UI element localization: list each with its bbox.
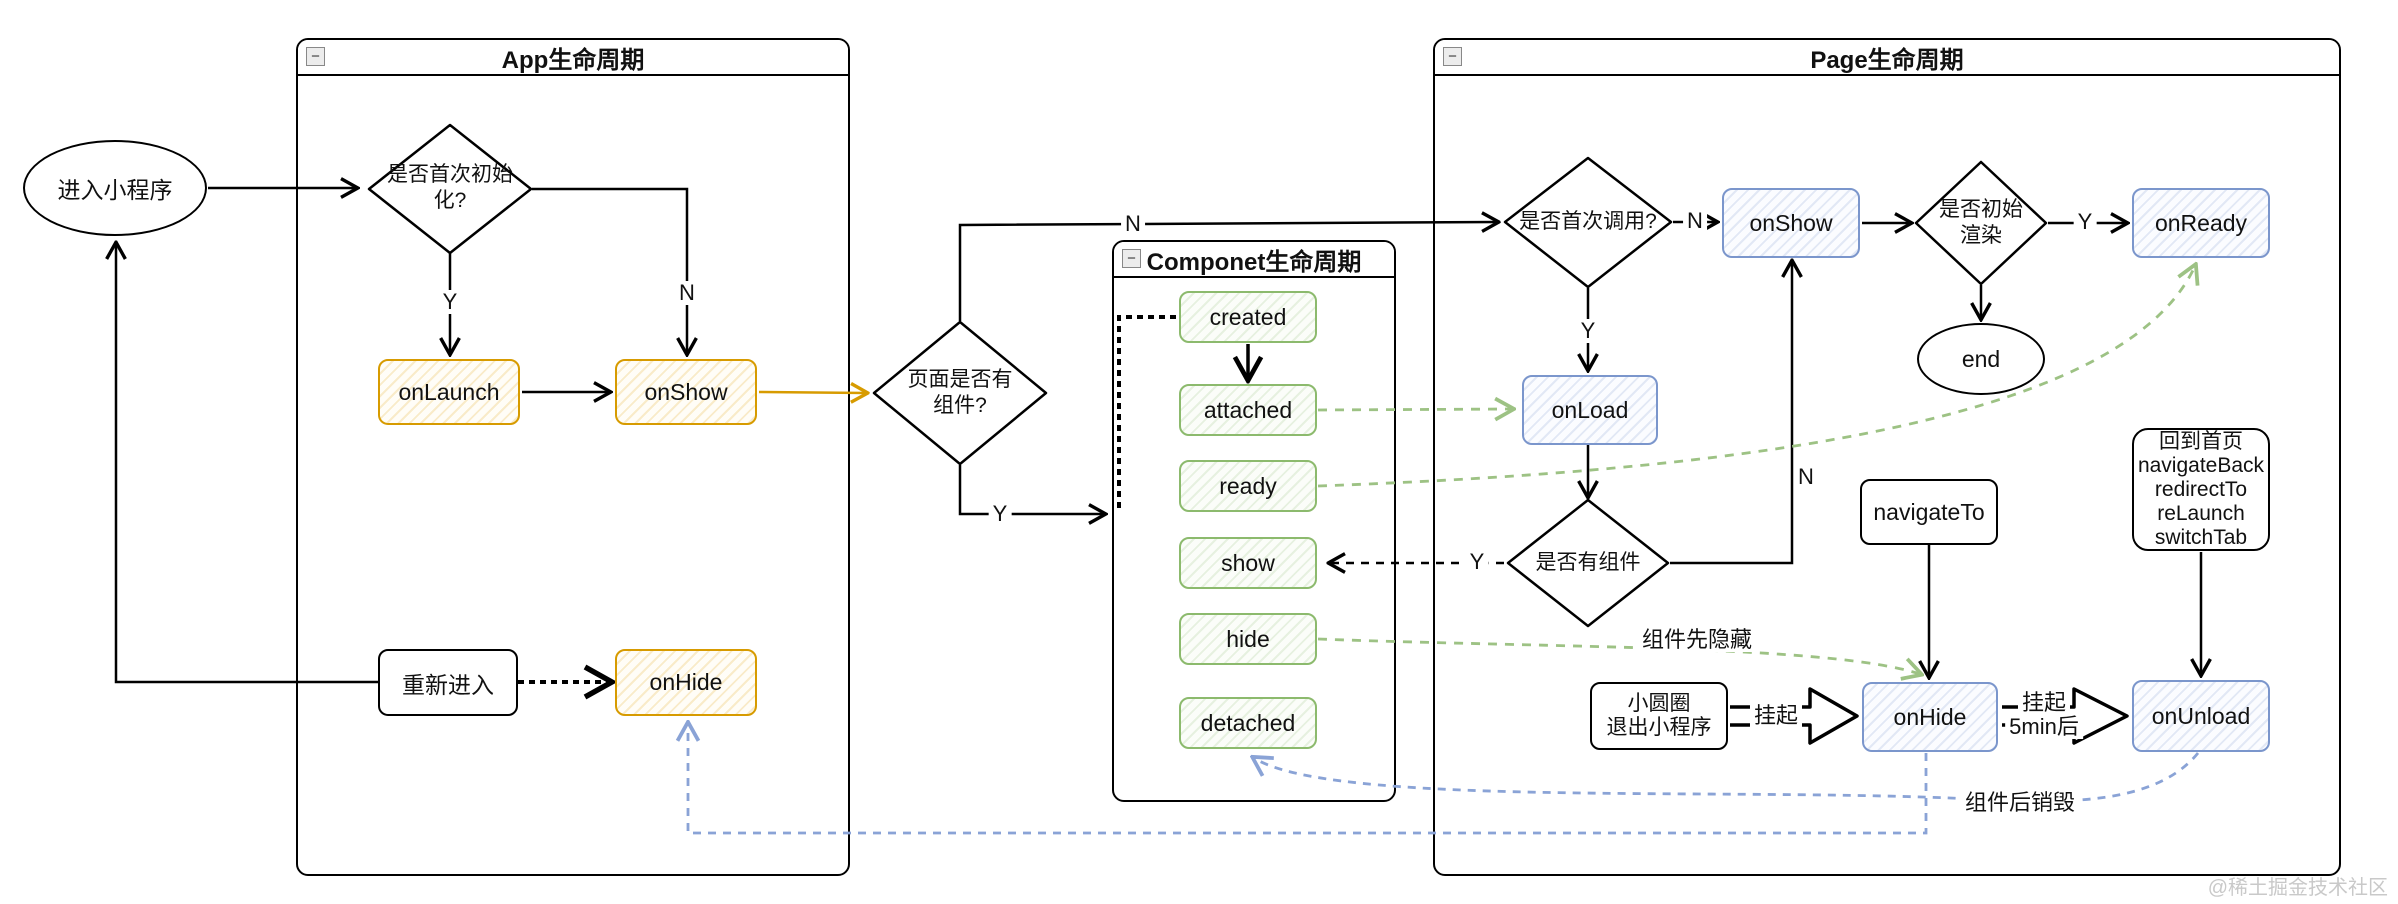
node-label: 渲染 xyxy=(1960,224,2002,247)
diamond-initialrender-label: 是否初始 渲染 xyxy=(1916,164,2046,282)
node-detached: detached xyxy=(1179,697,1317,749)
node-label: 重新进入 xyxy=(402,671,494,698)
node-label: 小圆圈 xyxy=(1627,692,1691,715)
node-onready: onReady xyxy=(2132,188,2270,258)
node-label: 页面是否有 xyxy=(907,368,1013,391)
node-onhide-page: onHide xyxy=(1862,682,1998,752)
node-label: onUnload xyxy=(2151,702,2251,729)
node-label: onLaunch xyxy=(398,378,500,405)
diamond-firstcall-label: 是否首次调用? xyxy=(1508,157,1668,287)
node-label: 是否有组件 xyxy=(1535,551,1641,574)
node-navigateto: navigateTo xyxy=(1860,479,1998,545)
node-label: hide xyxy=(1226,625,1270,652)
node-label: navigateBack xyxy=(2137,453,2265,477)
edge-label-yes: Y xyxy=(1465,550,1489,574)
edge-label-no: N xyxy=(675,281,699,305)
node-label: created xyxy=(1209,303,1287,330)
edge-label-suspend-5min: 5min后 xyxy=(2005,715,2083,739)
node-exit-miniprogram: 小圆圈 退出小程序 xyxy=(1590,682,1728,750)
node-label: switchTab xyxy=(2154,525,2248,549)
node-label: 是否首次初始化? xyxy=(387,163,513,212)
node-label: detached xyxy=(1200,709,1296,736)
node-enter-miniprogram: 进入小程序 xyxy=(23,140,207,236)
node-onshow-app: onShow xyxy=(615,359,757,425)
edge-label-no: N xyxy=(1683,209,1707,233)
diamond-hascomp-label: 是否有组件 xyxy=(1512,500,1664,626)
component-window-title: Componet生命周期 xyxy=(1146,248,1362,276)
node-reenter: 重新进入 xyxy=(378,649,518,716)
app-window-title: App生命周期 xyxy=(501,46,645,74)
node-label: 组件? xyxy=(933,394,987,417)
node-hide: hide xyxy=(1179,613,1317,665)
diamond-pagehascomp-label: 页面是否有 组件? xyxy=(880,330,1040,456)
edge-label-no: N xyxy=(1794,465,1818,489)
app-window-titlebar: − App生命周期 xyxy=(298,40,848,76)
node-label: ready xyxy=(1219,472,1277,499)
component-window-titlebar: − Componet生命周期 xyxy=(1114,242,1394,278)
node-label: onLoad xyxy=(1551,396,1629,423)
watermark: @稀土掘金技术社区 xyxy=(2207,877,2388,899)
node-label: show xyxy=(1221,549,1275,576)
node-onhide-app: onHide xyxy=(615,649,757,716)
node-label: onShow xyxy=(644,378,728,405)
node-ready: ready xyxy=(1179,460,1317,512)
edge-label-comp-destroy-after: 组件后销毁 xyxy=(1960,791,2080,815)
edge-pagehascomp-yes-to-component xyxy=(958,465,1104,514)
node-label: onReady xyxy=(2154,209,2248,236)
node-label: 是否初始 xyxy=(1939,198,2023,221)
node-label: onHide xyxy=(649,669,723,695)
node-label: redirectTo xyxy=(2154,477,2248,501)
node-attached: attached xyxy=(1179,384,1317,436)
node-created: created xyxy=(1179,291,1317,343)
node-label: 进入小程序 xyxy=(57,177,173,203)
node-label: 回到首页 xyxy=(2159,429,2243,453)
node-label: 是否首次调用? xyxy=(1519,210,1657,233)
node-show: show xyxy=(1179,537,1317,589)
node-onlaunch: onLaunch xyxy=(378,359,520,425)
edge-label-suspend: 挂起 xyxy=(2017,691,2071,715)
edge-label-comp-hide-first: 组件先隐藏 xyxy=(1637,628,1757,652)
node-label: onShow xyxy=(1749,209,1833,236)
node-onunload: onUnload xyxy=(2132,680,2270,752)
minimize-icon[interactable]: − xyxy=(1443,47,1462,66)
page-window-title: Page生命周期 xyxy=(1810,46,1964,74)
minimize-icon[interactable]: − xyxy=(306,47,325,66)
edge-label-yes: Y xyxy=(438,290,462,314)
node-nav-methods: 回到首页 navigateBack redirectTo reLaunch sw… xyxy=(2132,428,2270,551)
node-label: reLaunch xyxy=(2157,501,2245,525)
node-onload: onLoad xyxy=(1522,375,1658,445)
node-label: end xyxy=(1961,345,2001,372)
diamond-initcheck-label: 是否首次初始化? xyxy=(374,124,526,252)
node-end: end xyxy=(1917,323,2045,395)
node-label: navigateTo xyxy=(1873,498,1985,525)
edge-label-yes: Y xyxy=(988,502,1012,526)
node-label: 退出小程序 xyxy=(1606,716,1712,739)
edge-label-yes: Y xyxy=(2073,210,2097,234)
edge-label-no: N xyxy=(1121,212,1145,236)
page-window-titlebar: − Page生命周期 xyxy=(1435,40,2339,76)
edge-label-yes: Y xyxy=(1576,319,1600,343)
edge-label-suspend: 挂起 xyxy=(1749,704,1803,728)
node-label: attached xyxy=(1203,396,1293,423)
node-onshow-page: onShow xyxy=(1722,188,1860,258)
minimize-icon[interactable]: − xyxy=(1122,249,1141,268)
node-label: onHide xyxy=(1893,703,1967,730)
